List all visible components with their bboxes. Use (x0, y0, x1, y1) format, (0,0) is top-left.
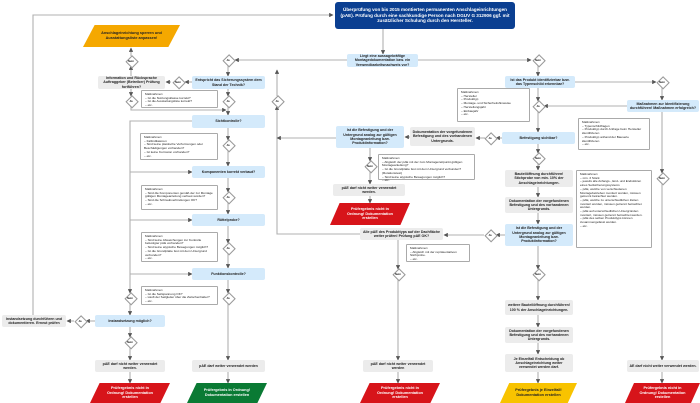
decision-diamond: Nein (391, 269, 405, 279)
measures-box-m-alle: Maßnahmen: – Abgleich mit der repräsenta… (406, 244, 470, 262)
decision-diamond: Ja (124, 96, 138, 106)
decision-label: Ja (226, 246, 230, 250)
decision-label: Nein (126, 296, 134, 300)
decision-diamond: Ja (221, 55, 235, 65)
process-box-g-use: pAE darf weiter verwendet werden (192, 360, 265, 372)
connector-arrow (274, 105, 360, 235)
measures-box-m-sicht: Maßnahmen: – Fallindikatoren – Sind kein… (140, 133, 218, 160)
decision-box-q-ident: Ist das Produkt identifizierbar bzw. das… (505, 76, 575, 88)
decision-diamond: Nein (363, 161, 377, 171)
decision-box-q-ruettel: Rüttelprobe? (192, 214, 265, 226)
process-box-g-notuse2: pAE darf nicht weiter verwendet werden. (333, 184, 405, 196)
measures-box-m-ident: Maßnahmen: – Hersteller – Produkttyp – M… (457, 88, 530, 122)
decision-diamond: Ja (221, 140, 235, 150)
decision-box-q-funk: Funktionskontrolle? (192, 268, 265, 280)
measures-box-m-class: Maßnahmen: – Ist die Nutzungsklasse korr… (141, 90, 218, 108)
process-box-g-doc1: Dokumentation der vorgefundenen Befestig… (410, 127, 475, 146)
decision-box-q-stand: Entspricht das Sicherungssystem dem Stan… (192, 76, 265, 89)
decision-label: Ja (226, 195, 230, 199)
result-box-yellow: Prüfergebnis je Einzelfall! Dokumentatio… (500, 383, 577, 403)
decision-diamond: Ja (483, 230, 497, 240)
measures-box-m-bef1: Maßnahmen: – Abgleich der pAE mit der zu… (378, 154, 475, 182)
process-box-g-oeff100: weitere Bauteilöffnung durchführen! 100 … (505, 300, 573, 315)
decision-box-q-sichtbar: Befestigung sichtbar? (502, 132, 575, 144)
decision-box-q-bef1: Ist die Befestigung und der Untergrund a… (336, 126, 404, 148)
result-box-red4: Prüfergebnis nicht in Ordnung! Dokumenta… (625, 383, 700, 403)
measures-box-m-ruettel: Maßnahmen: – Sind keine Abweichungen zur… (141, 232, 218, 262)
decision-diamond: Nein (655, 173, 669, 183)
measures-box-m-komp: Maßnahmen: – Sind die Komponenten gemäß … (141, 185, 218, 210)
connector-arrow (127, 120, 192, 294)
decision-label: Nein (366, 164, 374, 168)
process-box-g-notuse1: pAE darf nicht weiter verwendet werden. (95, 360, 165, 372)
decision-box-q-sicht: Sichtkontrolle? (192, 115, 265, 128)
decision-label: Ja (129, 99, 133, 103)
decision-diamond: Ja (270, 96, 284, 106)
decision-diamond: Ja (73, 316, 87, 326)
measures-box-m-funk: Maßnahmen: – Ist die Seilspannung OK? – … (141, 286, 218, 305)
decision-box-q-inst: Instandsetzung möglich? (95, 315, 165, 327)
process-box-g-notuse4: AE darf nicht weiter verwendet werden. (627, 360, 699, 372)
process-box-g-einzel: Je Einzelfall Entscheidung ob Anschlagei… (505, 354, 573, 372)
decision-box-q-identm: Maßnahmen zur Identifizierung durchführe… (627, 100, 699, 112)
result-box-red1: Prüfergebnis nicht in Ordnung! Dokumenta… (90, 383, 170, 403)
decision-diamond: Nein (655, 77, 669, 87)
decision-diamond: Nein (171, 77, 185, 87)
decision-diamond: Ja (221, 96, 235, 106)
decision-diamond: Nein (123, 337, 137, 347)
decision-label: Ja (488, 136, 492, 140)
decision-box-q-bef2: Ist die Befestigung und der Untergrund a… (505, 224, 573, 246)
decision-label: Ja (226, 143, 230, 147)
decision-label: Ja (226, 296, 230, 300)
decision-label: Nein (534, 58, 542, 62)
decision-diamond: Ja (531, 101, 545, 111)
decision-box-q-komp: Komponenten korrekt verbaut? (192, 166, 265, 178)
decision-label: Ja (488, 233, 492, 237)
decision-label: Nein (658, 80, 666, 84)
process-box-q-alle: Alle pAE des Produkttyps auf der Dachflä… (360, 228, 443, 240)
decision-label: Nein (174, 80, 182, 84)
measures-box-m-identm: Maßnahmen: – Typenschildfragen – Produkt… (578, 118, 650, 150)
result-box-green: Prüfergebnis in Ordnung! Dokumentation e… (187, 383, 267, 403)
decision-diamond: Ja (483, 133, 497, 143)
decision-diamond: Ja (221, 293, 235, 303)
process-box-g-oeff: Bauteilöffnung durchführen! Stichprobe v… (505, 170, 573, 187)
decision-diamond: Ja (221, 192, 235, 202)
connector-arrow (32, 12, 334, 315)
decision-box-q-doc: Liegt eine aussagekräftige Montagedokume… (347, 54, 418, 67)
decision-label: Nein (658, 176, 666, 180)
decision-label: Nein (534, 156, 542, 160)
process-box-g-notuse3: pAE darf nicht weiter verwendet werden (363, 360, 433, 372)
process-box-g-doc2: Dokumentation der vorgefundenen Befestig… (505, 197, 573, 213)
decision-diamond: Ja (221, 243, 235, 253)
decision-diamond: Nein (124, 56, 138, 66)
decision-diamond: Nein (531, 153, 545, 163)
result-box-red2: Prüfergebnis nicht in Ordnung! Dokumenta… (330, 203, 410, 225)
decision-diamond: Nein (531, 55, 545, 65)
measures-box-m-stich: Maßnahmen: – min. 3 Stück – jeweils alle… (576, 170, 652, 248)
title-box-title: Überprüfung von bis 2015 montierten perm… (335, 2, 515, 29)
decision-label: Ja (536, 104, 540, 108)
decision-label: Nein (534, 272, 542, 276)
decision-label: Ja (226, 58, 230, 62)
process-box-g-doc3: Dokumentation der vorgefundenen Befestig… (505, 327, 573, 343)
decision-label: Ja (275, 99, 279, 103)
decision-label: Nein (126, 340, 134, 344)
decision-label: Ja (226, 99, 230, 103)
process-box-g-inst: Instandsetzung durchführen und dokumenti… (2, 315, 66, 327)
result-box-red3: Prüfergebnis nicht in Ordnung! Dokumenta… (360, 383, 440, 403)
decision-label: Ja (78, 319, 82, 323)
process-box-info: Information und Rücksprache Auftraggeber… (98, 76, 165, 89)
decision-label: Nein (127, 59, 135, 63)
decision-diamond: Nein (123, 293, 137, 303)
result-box-orange: Anschlageinrichtung sperren und Ausstatt… (83, 25, 180, 47)
decision-diamond: Nein (531, 269, 545, 279)
decision-label: Nein (394, 272, 402, 276)
